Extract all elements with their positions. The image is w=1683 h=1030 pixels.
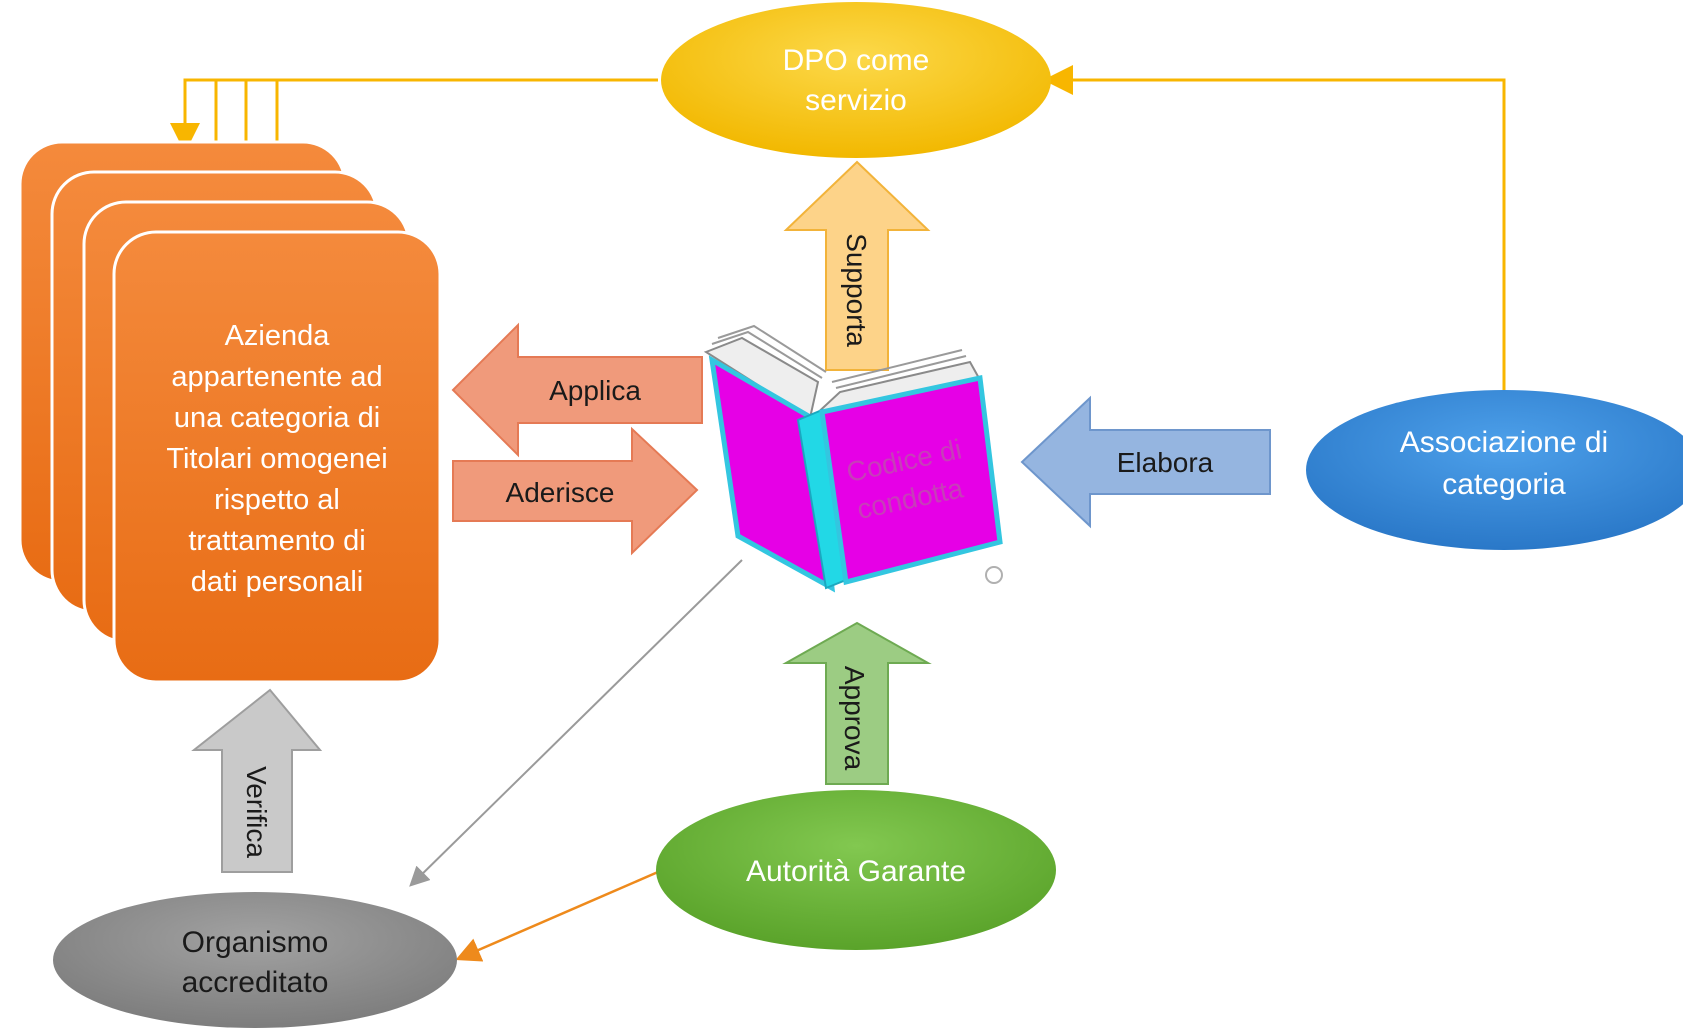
dpo-label-line1: DPO come — [783, 44, 930, 77]
applica-arrow: Applica — [451, 322, 703, 458]
aderisce-arrow: Aderisce — [452, 426, 699, 556]
azienda-line: Azienda — [225, 320, 331, 352]
azienda-label: Azienda appartenente ad una categoria di… — [166, 320, 387, 598]
elabora-arrow: Elabora — [1020, 395, 1271, 529]
organismo-node: Organismo accreditato — [53, 892, 457, 1028]
connector-associazione-to-dpo — [1043, 65, 1506, 390]
dpo-node: DPO come servizio — [661, 2, 1051, 158]
dpo-connectors — [170, 65, 1506, 390]
verifica-arrow: Verifica — [191, 688, 323, 873]
associazione-label-line2: categoria — [1442, 468, 1566, 501]
elabora-label: Elabora — [1117, 447, 1214, 478]
azienda-line: dati personali — [191, 566, 364, 598]
approva-arrow: Approva — [782, 621, 932, 785]
azienda-line: trattamento di — [188, 525, 365, 557]
organismo-label-line2: accreditato — [182, 966, 329, 999]
azienda-line: appartenente ad — [171, 361, 382, 393]
azienda-card-front — [112, 230, 442, 684]
associazione-node: Associazione di categoria — [1306, 390, 1683, 550]
supporta-label: Supporta — [841, 233, 872, 347]
autorita-node: Autorità Garante — [656, 790, 1056, 950]
azienda-stack: Azienda appartenente ad una categoria di… — [18, 140, 442, 684]
book-stamp-icon — [985, 566, 1003, 584]
connector-autorita-to-organismo — [455, 870, 659, 962]
approva-label: Approva — [839, 666, 870, 771]
dpo-label-line2: servizio — [805, 84, 907, 117]
azienda-line: rispetto al — [214, 484, 340, 516]
connector-dpo-to-aziende — [170, 78, 658, 153]
supporta-arrow: Supporta — [783, 160, 931, 371]
verifica-label: Verifica — [241, 766, 272, 858]
azienda-line: una categoria di — [174, 402, 380, 434]
codice-book: Codice di condotta — [703, 324, 1003, 593]
associazione-label-line1: Associazione di — [1400, 426, 1608, 459]
azienda-line: Titolari omogenei — [166, 443, 387, 475]
aderisce-label: Aderisce — [506, 477, 615, 508]
connector-codice-to-organismo — [409, 559, 743, 887]
book-cover-left — [708, 355, 836, 593]
applica-label: Applica — [549, 375, 641, 406]
organismo-label-line1: Organismo — [182, 926, 329, 959]
book-cover-front — [819, 374, 1003, 586]
autorita-label: Autorità Garante — [746, 855, 966, 888]
